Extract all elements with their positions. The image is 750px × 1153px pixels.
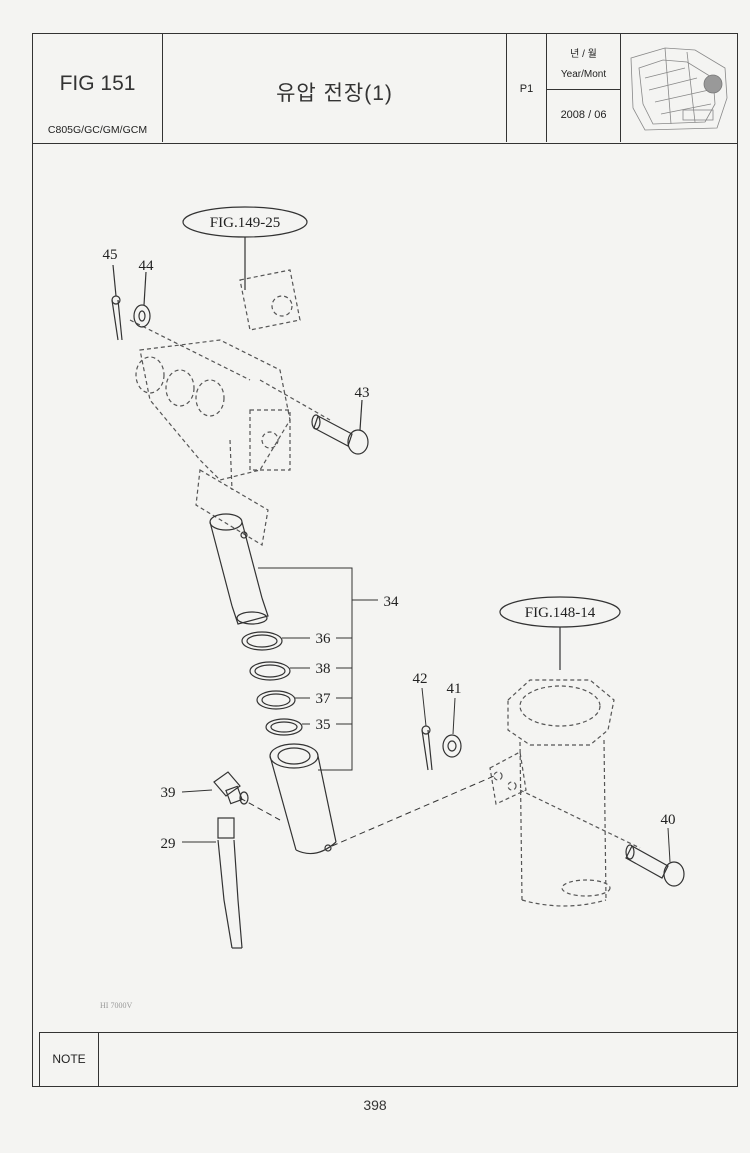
callout-41: 41 <box>447 681 462 697</box>
callout-36: 36 <box>316 631 332 647</box>
callout-42: 42 <box>413 671 428 687</box>
ring-36 <box>241 631 283 651</box>
callout-40: 40 <box>661 812 676 828</box>
bracket-ghost <box>129 269 331 546</box>
machine-thumbnail-icon <box>630 47 728 131</box>
cylinder-upper-34 <box>209 513 269 625</box>
date-cell: 년 / 월 Year/Mont 2008 / 06 <box>547 34 621 142</box>
elbow-fitting-39 <box>181 771 249 805</box>
callout-35: 35 <box>316 717 331 733</box>
housing-ghost <box>489 679 641 907</box>
drawing-stamp: HI 7000V <box>100 1001 132 1010</box>
callout-38: 38 <box>316 661 331 677</box>
page-frame: FIG 151 C805G/GC/GM/GCM 유압 전장(1) P1 년 / … <box>32 33 738 1087</box>
year-month-label: 년 / 월 Year/Mont <box>547 34 620 90</box>
year-month-ko: 년 / 월 <box>570 49 597 60</box>
hose-29 <box>182 817 243 949</box>
callout-39: 39 <box>161 785 176 801</box>
note-label: NOTE <box>40 1033 99 1086</box>
callout-37: 37 <box>316 691 332 707</box>
revision-date: 2008 / 06 <box>560 109 607 121</box>
page-code-cell: P1 <box>507 34 547 142</box>
model-code: C805G/GC/GM/GCM <box>47 124 148 136</box>
page-title: 유압 전장(1) <box>276 82 393 105</box>
washer-44 <box>133 304 151 328</box>
washer-41 <box>442 734 462 758</box>
ring-38 <box>249 661 291 681</box>
page-number: 398 <box>363 1097 387 1113</box>
fig-number: FIG 151 <box>59 72 136 95</box>
page-code: P1 <box>519 83 534 95</box>
pin-40 <box>625 827 685 887</box>
callout-45: 45 <box>103 247 118 263</box>
cotter-pin-42 <box>421 729 433 771</box>
year-month-en: Year/Mont <box>560 69 607 80</box>
cylinder-lower <box>269 743 337 855</box>
thumbnail-cell <box>621 34 737 142</box>
fig-ref-148-14: FIG.148-14 <box>525 605 596 621</box>
date-row: 2008 / 06 <box>547 90 620 142</box>
callout-44: 44 <box>139 258 155 274</box>
fig-ref-149-25: FIG.149-25 <box>210 215 280 231</box>
note-row: NOTE <box>39 1032 738 1086</box>
ring-37 <box>256 690 296 710</box>
callout-43: 43 <box>355 385 370 401</box>
fig-cell: FIG 151 C805G/GC/GM/GCM <box>33 34 163 142</box>
callout-34: 34 <box>384 594 400 610</box>
callout-29: 29 <box>161 836 176 852</box>
title-block: FIG 151 C805G/GC/GM/GCM 유압 전장(1) P1 년 / … <box>33 34 737 144</box>
cotter-pin-45 <box>111 299 123 341</box>
ring-35 <box>265 718 303 736</box>
title-cell: 유압 전장(1) <box>163 34 507 142</box>
pin-43 <box>311 399 369 455</box>
